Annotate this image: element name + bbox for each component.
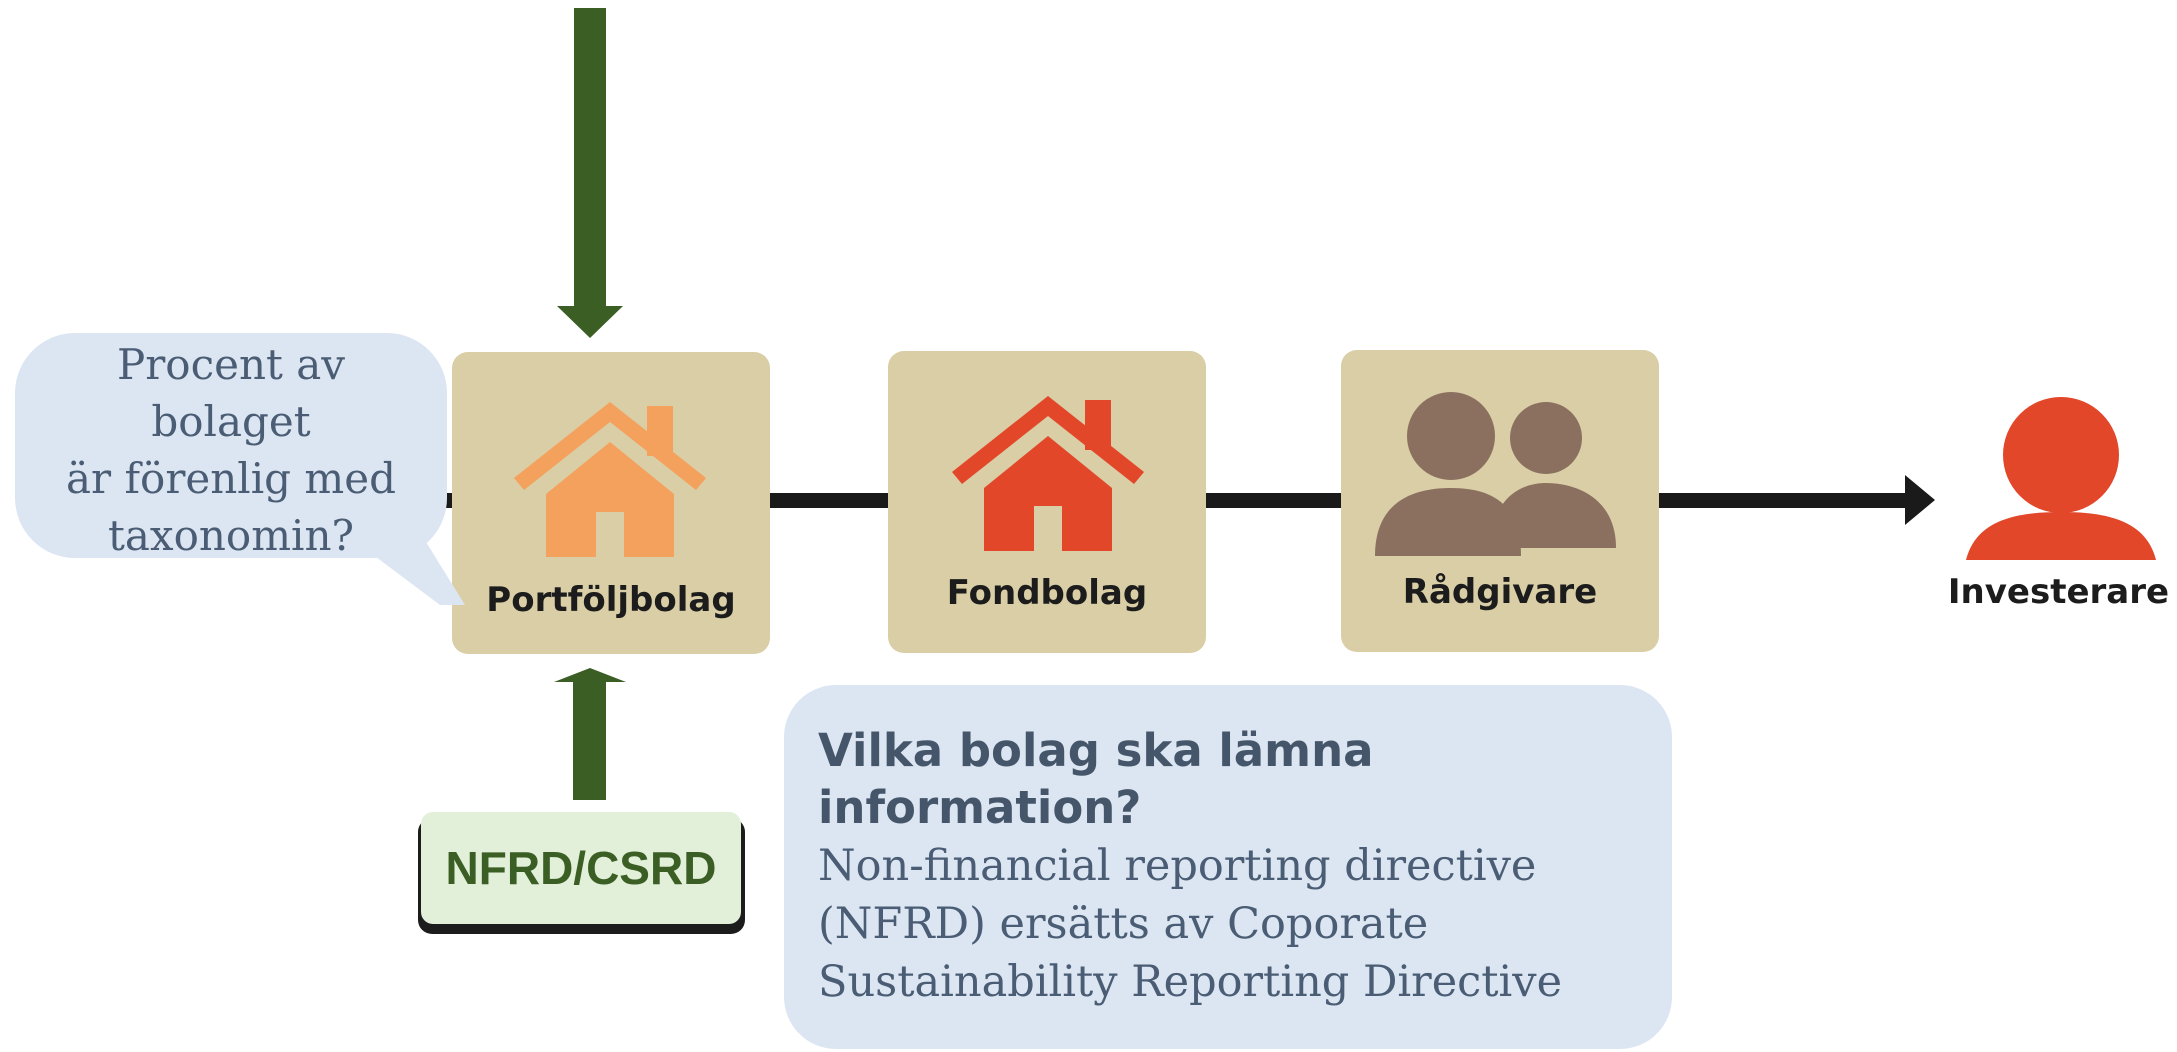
callout-line: bolaget [151,397,311,446]
house-icon [952,396,1144,551]
node-fondbolag: Fondbolag [888,351,1206,653]
node-label: Portföljbolag [486,580,736,620]
callout-line: taxonomin? [107,511,355,560]
info-body: Non-financial reporting directive (NFRD)… [818,841,1563,1007]
callout-bubble [15,333,447,558]
bottom-arrow-shaft [573,680,606,800]
callout-text: Procent av bolaget är förenlig med taxon… [15,336,447,564]
person-icon [1966,397,2156,560]
top-arrow-head [557,306,623,338]
node-portfoljbolag: Portföljbolag [452,352,770,654]
house-icon [514,402,706,557]
node-label: Rådgivare [1402,572,1598,612]
investor-label: Investerare [1947,572,2170,612]
top-arrow-shaft [574,8,606,308]
info-title: Vilka bolag ska lämna information? [818,724,1374,834]
info-panel [784,685,1672,1049]
bottom-arrow-head [554,668,626,682]
callout-line: Procent av [116,340,346,389]
node-radgivare: Rådgivare [1341,350,1659,652]
regulation-label: NFRD/CSRD [421,812,741,924]
flow-arrowhead [1905,475,1935,525]
people-icon [1375,392,1616,556]
callout-line: är förenlig med [66,454,396,503]
node-label: Fondbolag [946,573,1148,613]
